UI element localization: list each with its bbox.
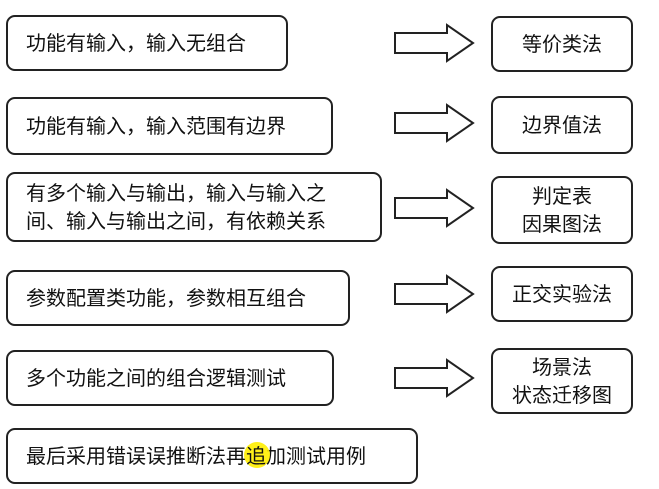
condition-text-2: 功能有输入，输入范围有边界 [26,114,286,138]
cursor-highlight [244,442,270,468]
footer-text-before: 最后采用错误误推断法再 [26,444,246,468]
method-text-1: 等价类法 [522,32,602,56]
footer-box: 最后采用错误误推断法再追加测试用例 [6,428,418,484]
method-box-4: 正交实验法 [491,266,633,322]
method-box-1: 等价类法 [491,16,633,72]
condition-text-3-line1: 有多个输入与输出，输入与输入之 [26,181,326,205]
footer-text-highlight: 追 [244,442,270,468]
condition-box-5: 多个功能之间的组合逻辑测试 [6,350,334,406]
condition-text-5: 多个功能之间的组合逻辑测试 [26,366,286,390]
method-text-5-line2: 状态迁移图 [512,383,612,407]
condition-box-2: 功能有输入，输入范围有边界 [6,97,333,155]
condition-box-4: 参数配置类功能，参数相互组合 [6,270,350,326]
condition-text-4: 参数配置类功能，参数相互组合 [26,286,306,310]
footer-text-after: 加测试用例 [266,444,366,468]
condition-text-3-line2: 间、输入与输出之间，有依赖关系 [26,209,326,233]
hollow-right-arrow-icon [394,274,475,314]
footer-highlight-char: 追 [246,444,266,468]
method-text-5-line1: 场景法 [532,355,592,379]
method-text-3-line2: 因果图法 [522,212,602,236]
condition-box-3: 有多个输入与输出，输入与输入之 间、输入与输出之间，有依赖关系 [6,172,382,242]
condition-text-1: 功能有输入，输入无组合 [26,31,246,55]
hollow-right-arrow-icon [394,188,475,228]
method-box-2: 边界值法 [491,96,633,154]
hollow-right-arrow-icon [394,23,475,63]
method-text-3-line1: 判定表 [532,184,592,208]
hollow-right-arrow-icon [394,103,475,143]
method-text-2: 边界值法 [522,113,602,137]
method-box-5: 场景法 状态迁移图 [491,348,633,414]
method-box-3: 判定表 因果图法 [491,176,633,244]
hollow-right-arrow-icon [394,358,475,398]
method-text-4: 正交实验法 [512,282,612,306]
footer-text: 最后采用错误误推断法再追加测试用例 [26,442,366,470]
condition-box-1: 功能有输入，输入无组合 [6,15,288,71]
